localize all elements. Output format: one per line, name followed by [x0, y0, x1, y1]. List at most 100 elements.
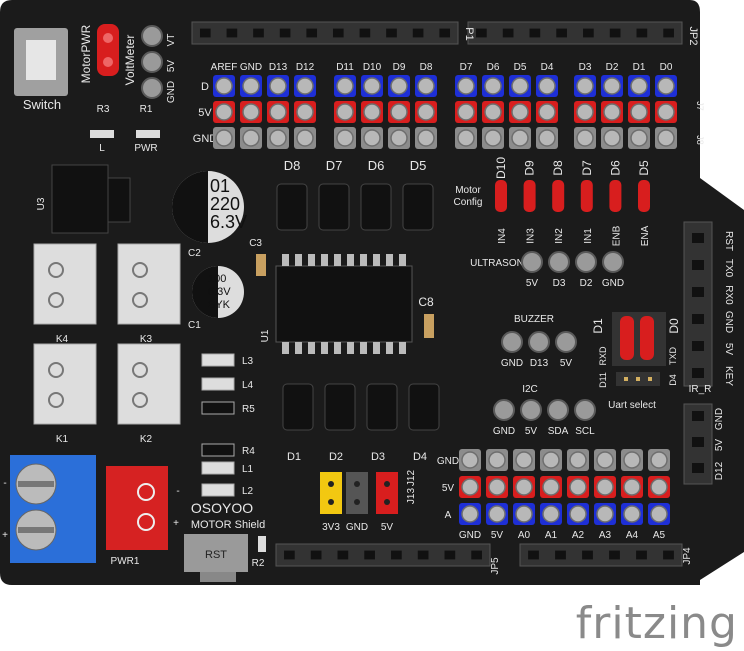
ultrasonic-pin-label: 5V — [526, 278, 539, 289]
header-jp2-hole — [476, 28, 487, 38]
cap-small-label: 6.3V — [208, 286, 231, 298]
r1-label: R1 — [140, 104, 153, 115]
switch-cap — [26, 40, 56, 80]
analog-row-label: GND — [437, 456, 459, 467]
header-p1-hole — [226, 28, 238, 38]
digital-header-pin — [296, 103, 314, 121]
digital-pin-label: D4 — [541, 62, 554, 73]
u1-chip — [275, 265, 413, 343]
small-component — [201, 353, 235, 367]
header-jp5-hole — [391, 550, 402, 560]
ultrasonic-label: ULTRASONIC — [470, 258, 534, 269]
small-component-label: R4 — [242, 446, 255, 457]
u1-pin — [360, 342, 367, 354]
led-pwr-label: PWR — [134, 143, 157, 154]
digital-pin-label: AREF — [211, 62, 238, 73]
diode-lower — [366, 383, 398, 431]
uart-select-label: Uart select — [608, 400, 656, 411]
analog-row-label: 5V — [442, 483, 455, 494]
diode-lower-label: D3 — [371, 451, 385, 463]
i2c-label: I2C — [522, 384, 538, 395]
jumper-3v3 — [320, 472, 342, 514]
small-component-label: L4 — [242, 380, 254, 391]
analog-header-pin — [596, 451, 614, 469]
led-l-label: L — [99, 143, 105, 154]
motorpwr-pin — [103, 33, 113, 43]
jumper-pin — [328, 499, 334, 505]
buzzer-pin — [528, 331, 550, 353]
u1-pin — [360, 254, 367, 266]
right-pin-label: KEY — [723, 366, 734, 386]
u1-pin — [334, 342, 341, 354]
diode-lower-label: D1 — [287, 451, 301, 463]
uart-pin-label: D4 — [668, 374, 678, 386]
analog-header-pin — [515, 505, 533, 523]
digital-header-pin — [296, 77, 314, 95]
header-jp5-hole — [364, 550, 375, 560]
pwr1-connector — [106, 466, 168, 550]
j13-label: J13 — [406, 488, 417, 505]
motor-top-label: D8 — [551, 160, 565, 176]
digital-header-pin — [390, 77, 408, 95]
small-component-label: L1 — [242, 464, 254, 475]
right-pin-label: GND — [723, 311, 734, 333]
digital-header-pin — [603, 77, 621, 95]
header-jp5-hole — [310, 550, 322, 560]
digital-header-pin — [457, 77, 475, 95]
voltmeter-pin-label: GND — [166, 81, 177, 103]
header-jp4 — [519, 543, 683, 567]
uart-pin-label: RXD — [598, 346, 608, 366]
k-connector-pin — [132, 262, 148, 278]
header-jp2-hole — [502, 28, 514, 38]
ir-header-hole — [692, 463, 704, 473]
u3-tab — [107, 177, 131, 223]
digital-header-pin — [417, 103, 435, 121]
u1-pin — [308, 254, 315, 266]
motor-bottom-label: IN1 — [583, 228, 594, 244]
u3-label: U3 — [36, 197, 47, 210]
digital-header-pin — [336, 103, 354, 121]
diode-upper — [402, 183, 434, 231]
motor-config-jumper — [552, 180, 565, 212]
right-header-hole — [692, 341, 704, 351]
pwr1-pin — [137, 513, 155, 531]
jp5-label: JP5 — [490, 557, 501, 575]
analog-pin-label: A0 — [518, 530, 531, 541]
terminal-sign: - — [3, 478, 6, 489]
digital-header-pin — [336, 77, 354, 95]
diode-label: D8 — [284, 158, 301, 173]
voltmeter-pin-label: VT — [166, 34, 177, 47]
c3-cap — [256, 254, 266, 276]
header-p1-hole — [386, 28, 397, 38]
motor-bottom-label: IN4 — [497, 228, 508, 244]
right-pin-label: TX0 — [723, 259, 734, 278]
j-label: J7 — [695, 101, 705, 111]
analog-header-pin — [461, 478, 479, 496]
digital-header-pin — [511, 129, 529, 147]
i2c-pin — [520, 399, 542, 421]
k-connector — [117, 243, 181, 325]
diode-lower-label: D4 — [413, 451, 427, 463]
analog-header-pin — [461, 451, 479, 469]
header-jp5-hole — [337, 550, 349, 560]
voltmeter-pin-label: 5V — [166, 60, 177, 73]
motor-top-label: D6 — [608, 160, 622, 176]
digital-header-pin — [215, 129, 233, 147]
terminal-sign: + — [2, 530, 8, 541]
analog-header-pin — [596, 478, 614, 496]
analog-header-pin — [569, 478, 587, 496]
u1-label: U1 — [260, 329, 271, 342]
analog-header-pin — [515, 478, 533, 496]
c8-cap — [424, 314, 434, 338]
digital-header-pin — [457, 129, 475, 147]
right-header-hole — [692, 233, 704, 243]
analog-row-label: A — [445, 510, 452, 521]
u1-pin — [295, 254, 302, 266]
small-component-label: L2 — [242, 486, 254, 497]
digital-pin-label: D10 — [363, 62, 382, 73]
cap-big-label: 6.3V — [210, 212, 247, 232]
diode-lower — [282, 383, 314, 431]
motor-config-jumper — [609, 180, 622, 212]
digital-header-pin — [269, 103, 287, 121]
right-header-hole — [692, 287, 704, 297]
